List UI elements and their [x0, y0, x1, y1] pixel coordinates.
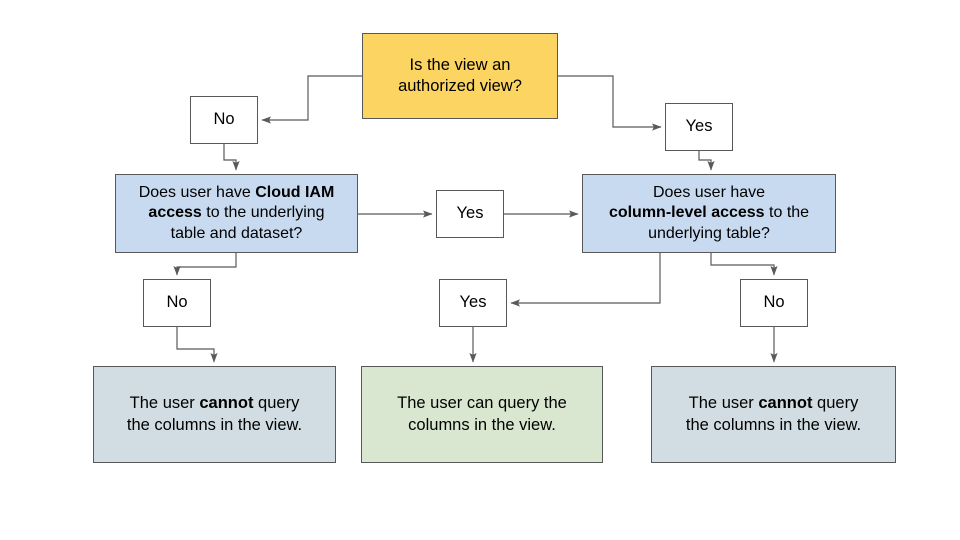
node-branch-no-authorized[interactable]: No: [190, 96, 258, 144]
edge-no-to-cannot-query-left: [176, 327, 218, 363]
node-label-branch-no-column: No: [763, 293, 785, 312]
edge-iam-question-to-no: [173, 253, 237, 276]
node-branch-yes-iam[interactable]: Yes: [436, 190, 504, 238]
node-label-branch-yes-authorized: Yes: [685, 117, 713, 136]
edge-column-question-to-yes: [510, 253, 661, 307]
node-label-branch-yes-iam: Yes: [456, 204, 484, 223]
node-branch-no-iam[interactable]: No: [143, 279, 211, 327]
edge-yes-to-column-question: [698, 151, 715, 171]
edge-no-to-iam-question: [223, 144, 240, 171]
node-branch-yes-authorized[interactable]: Yes: [665, 103, 733, 151]
edge-authorized-to-no: [261, 75, 362, 124]
node-label-branch-yes-column: Yes: [459, 293, 487, 312]
node-branch-no-column[interactable]: No: [740, 279, 808, 327]
edge-authorized-to-yes: [558, 75, 662, 131]
edge-column-question-to-no: [710, 253, 778, 276]
node-branch-yes-column[interactable]: Yes: [439, 279, 507, 327]
node-label-branch-no-authorized: No: [213, 110, 235, 129]
node-label-branch-no-iam: No: [166, 293, 188, 312]
